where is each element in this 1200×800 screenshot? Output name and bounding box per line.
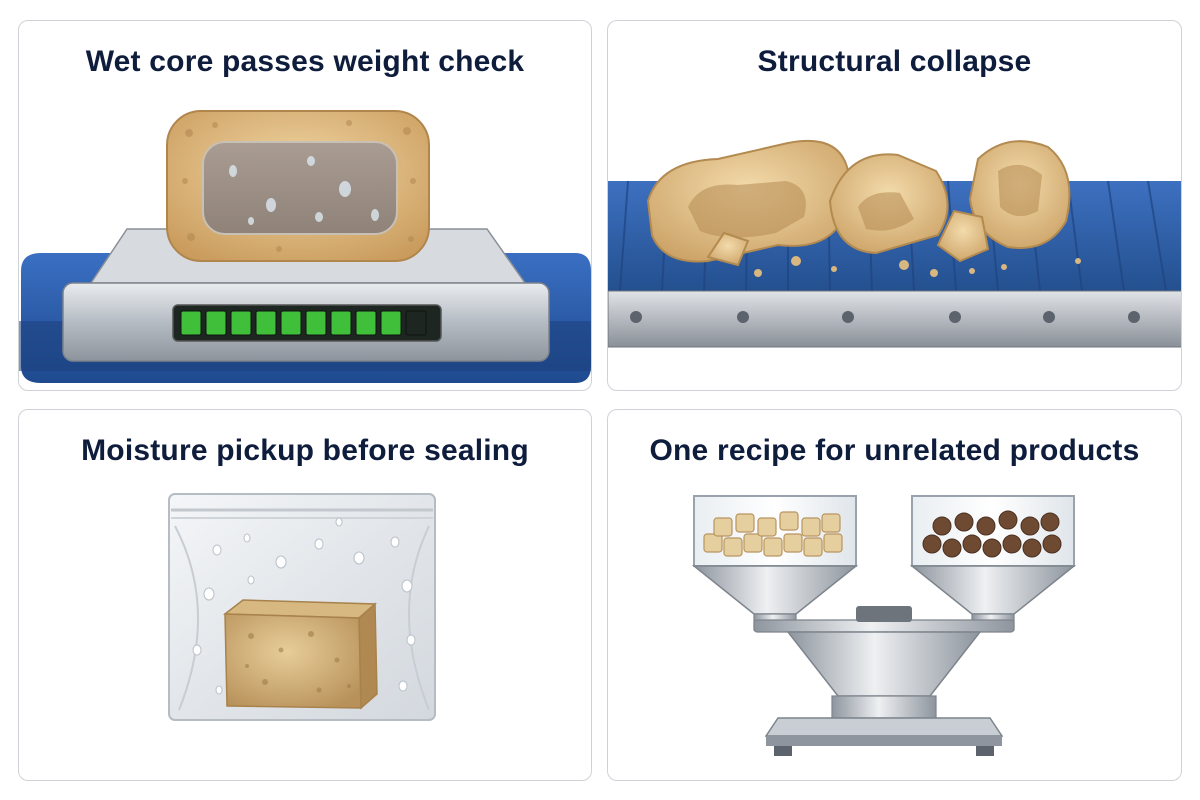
panel-title: Moisture pickup before sealing	[81, 434, 529, 467]
panel-wet-core: Wet core passes weight check	[18, 20, 592, 391]
display-segment	[180, 310, 202, 336]
dual-hopper-illustration	[691, 495, 1077, 756]
display-segment	[280, 310, 302, 336]
water-droplets	[192, 517, 416, 695]
crumbs	[754, 256, 1081, 277]
display-segment	[255, 310, 277, 336]
display-segment	[230, 310, 252, 336]
bread-loaf-with-wet-core	[166, 110, 430, 262]
display-segment	[305, 310, 327, 336]
stainless-base	[764, 717, 1004, 756]
panel-title: One recipe for unrelated products	[649, 434, 1140, 467]
panel-title: Wet core passes weight check	[85, 45, 525, 78]
beige-cubes	[703, 511, 843, 557]
display-segment	[205, 310, 227, 336]
panel-structural-collapse: Structural collapse	[607, 20, 1182, 391]
wet-core-scale-illustration	[19, 110, 591, 383]
sealed-bag-illustration	[168, 493, 436, 721]
panel-title: Structural collapse	[757, 45, 1032, 78]
scale-display-segments	[180, 310, 427, 336]
display-segment	[380, 310, 402, 336]
panel-moisture-pickup: Moisture pickup before sealing	[18, 409, 592, 781]
crumbled-pieces	[646, 139, 1071, 267]
display-segment	[355, 310, 377, 336]
display-segment	[405, 310, 427, 336]
collapse-conveyor-illustration	[608, 139, 1181, 348]
cube-block	[222, 599, 378, 710]
panel-one-recipe: One recipe for unrelated products	[607, 409, 1182, 781]
brown-pellets	[922, 510, 1062, 558]
display-segment	[330, 310, 352, 336]
